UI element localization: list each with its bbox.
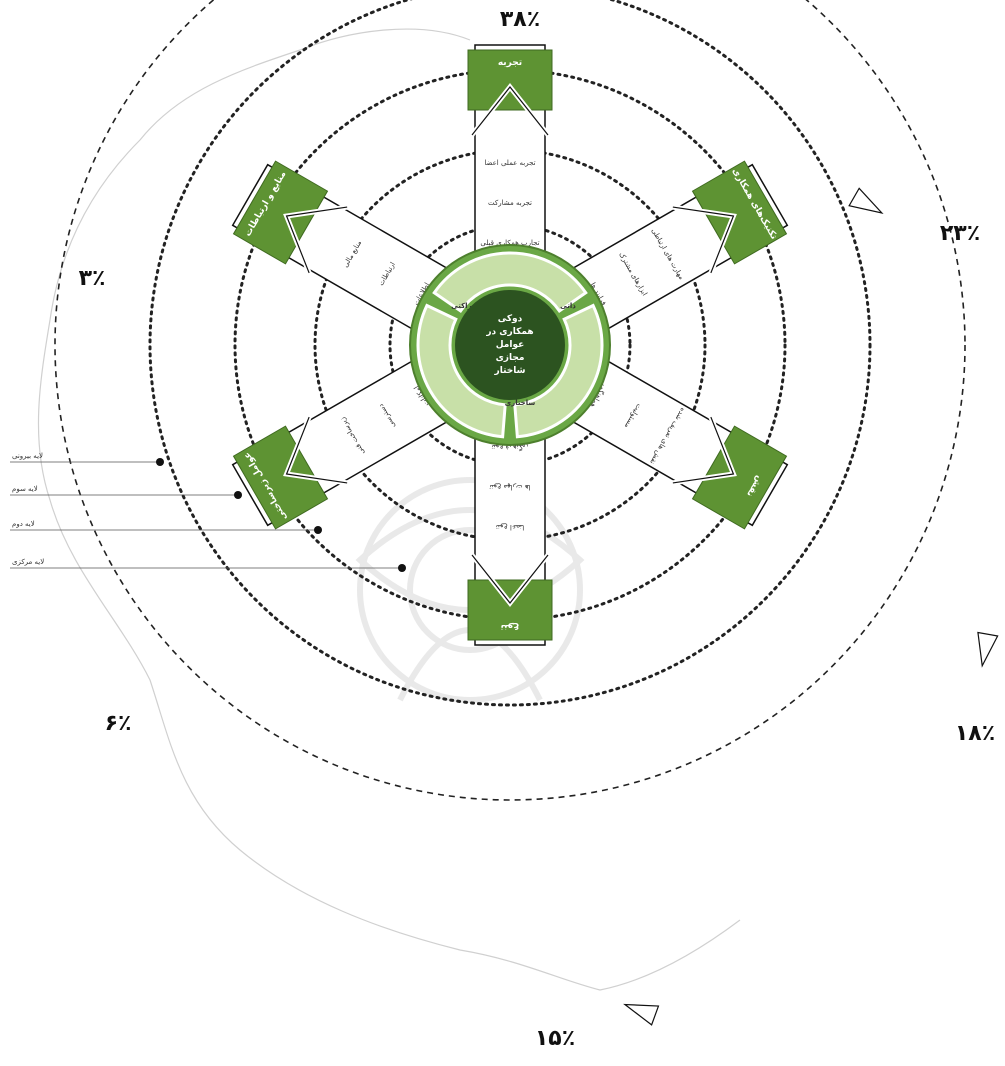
arms-group: تجربه تجربه عملی اعضا تجربه مشارکت تجارب هم…	[79, 7, 999, 1051]
arm-chevron-outline	[285, 416, 348, 484]
center-segment-label: ذاتی	[560, 302, 576, 310]
ring-label-dot	[314, 526, 322, 534]
dotted-ring-1	[148, 0, 872, 707]
dashed-ring-arrowhead	[848, 187, 884, 215]
ring-label-dot	[156, 458, 164, 466]
arm-header-block	[232, 160, 329, 265]
ring-label-text: لایه بیرونی	[12, 452, 43, 460]
arm-chevron-outline	[672, 206, 735, 274]
arm-text-line: تنوع اعضا	[496, 523, 524, 531]
center-core-line: دوکی	[498, 314, 523, 324]
center-core-line: شاختار	[494, 366, 526, 376]
arm-text-line: تنوع فرهنگی	[492, 443, 529, 452]
arm-header-label: تجربه	[498, 58, 522, 68]
arm-header-block	[691, 160, 788, 265]
ring-labels-group: لایه بیرونی لایه سوم لایه دوم لایه مرکزی	[10, 452, 406, 572]
arm-header-block	[467, 49, 553, 111]
arm-percent-label: ۳۸٪	[500, 7, 540, 32]
ring-label-dot	[234, 491, 242, 499]
arm-chevron-outline	[471, 86, 549, 136]
dashed-ring-arrowhead	[977, 631, 999, 668]
center-segments: شراکتی ذاتی ساختاری	[416, 251, 604, 439]
arm-chevron-outline	[471, 554, 549, 604]
ring-label-text: لایه دوم	[12, 520, 35, 528]
arm-percent-label: ۱۵٪	[535, 1026, 575, 1051]
outer-dashed-ring	[54, 0, 966, 801]
center-core-line: عوامل	[496, 340, 524, 350]
center-segment	[513, 303, 604, 439]
arm-percent-label: ۳٪	[79, 266, 106, 291]
center-segment-label: شراکتی	[451, 302, 479, 310]
arm-header-block	[232, 425, 329, 530]
arm-percent-label: ۶٪	[105, 711, 132, 736]
arm-percent-label: ۲۳٪	[940, 221, 980, 246]
ring-label-dot	[398, 564, 406, 572]
dashed-ring-arrowhead	[623, 1003, 660, 1026]
arm-chevron-outline	[672, 416, 735, 484]
center-core-line: همکاری در	[485, 327, 533, 337]
arm-chevron-outline	[285, 206, 348, 274]
background-cloud-outline	[37, 28, 741, 991]
ring-label-text: لایه سوم	[12, 485, 38, 493]
center-segment-label: ساختاری	[505, 399, 536, 407]
arm-text-line: تنوع مهارت ها	[489, 483, 530, 491]
arm-text-line: تجربه عملی اعضا	[484, 159, 535, 167]
arm-text-line: تجربه مشارکت	[488, 199, 532, 207]
arm-header-block	[467, 579, 553, 641]
center-core-text: دوکی همکاری در عوامل مجازی شاختار	[485, 314, 533, 376]
center-core-line: مجازی	[496, 353, 525, 363]
center-segment	[432, 251, 588, 314]
arm-percent-label: ۱۸٪	[955, 721, 995, 746]
center-core	[455, 290, 565, 400]
ring-label-text: لایه مرکزی	[12, 558, 44, 566]
arm-header-block	[691, 425, 788, 530]
center-segment	[416, 303, 507, 439]
arm-header-label: تنوع	[501, 622, 520, 632]
arm-text-line: تجارب همکاری قبلی	[480, 239, 539, 247]
